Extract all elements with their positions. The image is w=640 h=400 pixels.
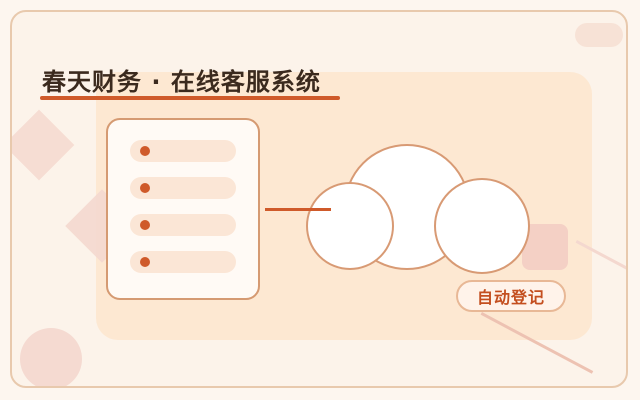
cloud-icon	[300, 140, 540, 280]
page-title: 春天财务 · 在线客服系统	[42, 68, 321, 96]
bullet-dot-icon	[140, 146, 150, 156]
bullet-dot-icon	[140, 220, 150, 230]
cloud-bubble	[306, 182, 394, 270]
title-underline	[40, 96, 340, 100]
list-item	[130, 251, 236, 273]
list-item	[130, 140, 236, 162]
list-item	[130, 177, 236, 199]
cloud-bubble	[434, 178, 530, 274]
decorative-diamond	[12, 109, 75, 181]
bullet-dot-icon	[140, 257, 150, 267]
connector-line	[265, 208, 331, 211]
decorative-pill	[575, 23, 623, 47]
auto-register-button[interactable]: 自动登记	[456, 280, 566, 312]
bullet-dot-icon	[140, 183, 150, 193]
list-card	[106, 118, 260, 300]
list-item	[130, 214, 236, 236]
decorative-circle	[20, 328, 82, 386]
